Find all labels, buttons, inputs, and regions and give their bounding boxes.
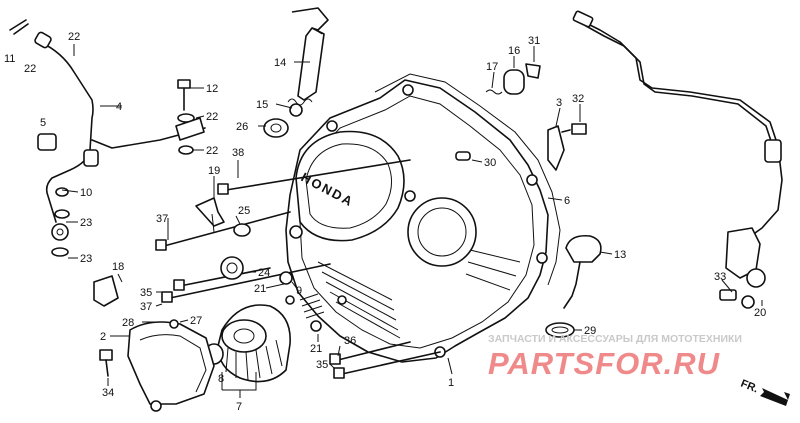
callout-35: 35 [140, 287, 152, 299]
callout-6: 6 [564, 195, 570, 207]
clutch-lifter-arm [263, 7, 329, 138]
callout-21: 21 [310, 343, 322, 355]
callout-19: 19 [208, 165, 220, 177]
callout-18: 18 [112, 261, 124, 273]
watermark-logo: PARTSFOR.RU [488, 346, 721, 381]
callout-1: 1 [448, 377, 454, 389]
callout-7: 7 [236, 401, 242, 413]
callout-33: 33 [714, 271, 726, 283]
front-direction-label: FR. [739, 378, 760, 396]
callout-17: 17 [486, 61, 498, 73]
clips-bearings [93, 197, 325, 332]
callout-14: 14 [274, 57, 286, 69]
long-bolts [155, 159, 441, 379]
callout-23: 23 [80, 217, 92, 229]
callout-15: 15 [256, 99, 268, 111]
callout-27: 27 [190, 315, 202, 327]
front-arrow-icon [760, 388, 790, 406]
oil-dipstick [545, 234, 602, 338]
callout-22: 22 [68, 31, 80, 43]
callout-25: 25 [238, 205, 250, 217]
callout-29: 29 [584, 325, 596, 337]
callout-35: 35 [316, 359, 328, 371]
callout-12: 12 [206, 83, 218, 95]
callout-37: 37 [156, 213, 168, 225]
callout-31: 31 [528, 35, 540, 47]
callout-11: 11 [4, 53, 15, 65]
callout-21: 21 [254, 283, 266, 295]
breather-tube [9, 19, 206, 257]
bolt-group-top [175, 79, 205, 155]
callout-23: 23 [80, 253, 92, 265]
callout-34: 34 [102, 387, 114, 399]
right-small-parts [485, 63, 587, 171]
callout-28: 28 [122, 317, 134, 329]
callout-32: 32 [572, 93, 584, 105]
front-direction-indicator: FR. [739, 378, 790, 406]
callout-8: 8 [218, 373, 224, 385]
callout-2: 2 [100, 331, 106, 343]
leader-lines [61, 44, 763, 398]
callout-10: 10 [80, 187, 92, 199]
crankcase-cover [285, 73, 561, 363]
filter-cover [99, 319, 215, 412]
callout-36: 36 [344, 335, 356, 347]
right-cable [572, 10, 783, 309]
callout-5: 5 [40, 117, 46, 129]
callout-16: 16 [508, 45, 520, 57]
callout-24: 24 [258, 267, 270, 279]
callout-22: 22 [206, 111, 218, 123]
callout-22: 22 [24, 63, 36, 75]
watermark-tagline: ЗАПЧАСТИ И АКСЕССУАРЫ ДЛЯ МОТОТЕХНИКИ [488, 333, 742, 345]
oil-filter [204, 304, 291, 383]
callout-22: 22 [206, 145, 218, 157]
callout-4: 4 [116, 101, 122, 113]
watermark: ЗАПЧАСТИ И АКСЕССУАРЫ ДЛЯ МОТОТЕХНИКИ PA… [488, 333, 742, 381]
callout-13: 13 [614, 249, 626, 261]
callout-30: 30 [484, 157, 496, 169]
callout-9: 9 [296, 285, 302, 297]
callout-26: 26 [236, 121, 248, 133]
callout-20: 20 [754, 307, 766, 319]
callout-38: 38 [232, 147, 244, 159]
callout-37: 37 [140, 301, 152, 313]
callout-labels: 11 22 22 4 5 10 23 23 12 22 22 14 15 26 … [4, 31, 766, 413]
callout-3: 3 [556, 97, 562, 109]
